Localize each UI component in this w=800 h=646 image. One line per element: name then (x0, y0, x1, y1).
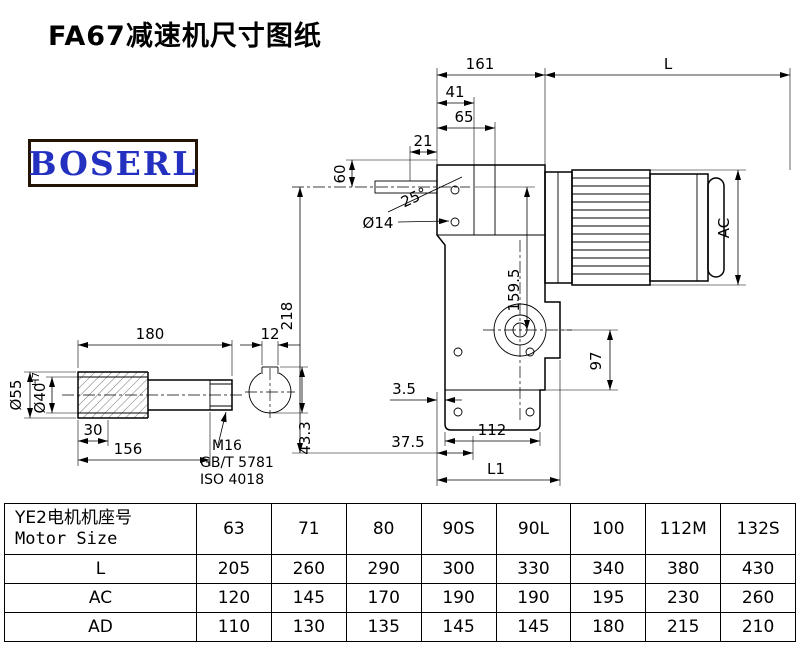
dim-dia40-label: Ø40 (31, 383, 49, 414)
table-cell: 190 (495, 583, 572, 613)
note-gb-label: GB/T 5781 (200, 455, 274, 471)
table-cell: 112M (645, 503, 722, 555)
angle-line (387, 176, 463, 213)
table-cell: 215 (645, 612, 722, 642)
table-cell: 430 (720, 554, 796, 584)
dim-30-label: 30 (83, 421, 102, 439)
table-cell: 380 (645, 554, 722, 584)
table-row-L: L 205 260 290 300 330 340 380 430 (4, 554, 796, 584)
dim-43-3-label: 43.3 (296, 421, 314, 454)
motor-fin-block (571, 169, 651, 286)
brand-logo-text: BOSERL (28, 143, 198, 183)
table-cell: 195 (570, 583, 647, 613)
flange-bolt-hole (450, 185, 460, 195)
dim-AC-label: AC (715, 218, 733, 238)
dim-180-label: 180 (136, 325, 165, 343)
dim-41-label: 41 (445, 83, 464, 101)
spec-table: YE2电机机座号 Motor Size 63 71 80 90S 90L 100… (4, 503, 796, 642)
table-cell: 290 (345, 554, 422, 584)
dim-L1-label: L1 (487, 460, 505, 478)
table-cell: 80 (345, 503, 422, 555)
table-cell: 132S (720, 503, 796, 555)
input-shaft (374, 180, 438, 194)
table-cell: 90S (420, 503, 497, 555)
shaft-detail-view: 180 Ø55 Ø40 H7 30 156 M16 GB/T 5781 ISO … (7, 325, 314, 488)
table-cell: 145 (495, 612, 572, 642)
dim-dia55-label: Ø55 (7, 380, 25, 411)
table-cell: 190 (420, 583, 497, 613)
row-label: L (4, 554, 197, 584)
note-iso-label: ISO 4018 (200, 472, 264, 488)
table-cell: 340 (570, 554, 647, 584)
dim-60-label: 60 (331, 164, 349, 183)
dim-161-label: 161 (466, 55, 495, 73)
table-cell: 100 (570, 503, 647, 555)
page-title: FA67减速机尺寸图纸 (48, 21, 322, 52)
flange-bolt-hole (450, 217, 460, 227)
housing-bolt-hole (525, 407, 535, 417)
table-cell: 180 (570, 612, 647, 642)
table-cell: 300 (420, 554, 497, 584)
table-cell: 260 (720, 583, 796, 613)
row-label: AD (4, 612, 197, 642)
table-row-AD: AD 110 130 135 145 145 180 215 210 (4, 612, 796, 642)
table-cell: 71 (270, 503, 347, 555)
table-cell: 110 (196, 612, 272, 642)
motor-rear-housing (649, 173, 709, 282)
main-view: 161 L 41 65 21 60 218 Ø14 25° 159.5 (278, 55, 791, 486)
table-cell: 260 (270, 554, 347, 584)
table-cell: 230 (645, 583, 722, 613)
table-cell: 145 (420, 612, 497, 642)
header-en-label: Motor Size (15, 529, 118, 549)
dim-218-label: 218 (278, 302, 296, 331)
motor-flange (544, 171, 573, 284)
technical-drawing: 161 L 41 65 21 60 218 Ø14 25° 159.5 (7, 55, 791, 488)
table-cell: 330 (495, 554, 572, 584)
dim-37-5-label: 37.5 (391, 433, 424, 451)
note-m16-label: M16 (212, 438, 242, 454)
dim-3-5-label: 3.5 (392, 380, 416, 398)
table-cell: 90L (495, 503, 572, 555)
table-header-motor-size: YE2电机机座号 Motor Size (4, 503, 197, 555)
table-cell: 210 (720, 612, 796, 642)
table-cell: 120 (196, 583, 272, 613)
angle-25-label: 25° (398, 184, 430, 212)
brand-logo: BOSERL (28, 139, 198, 187)
motor-end-cap (707, 177, 725, 278)
housing-bolt-hole (453, 347, 463, 357)
housing-bolt-hole (525, 347, 535, 357)
housing-bolt-hole (453, 407, 463, 417)
motor (544, 169, 725, 286)
header-cn-label: YE2电机机座号 (15, 507, 132, 528)
dim-159-5-label: 159.5 (505, 269, 523, 312)
dim-112-label: 112 (478, 421, 507, 439)
table-cell: 205 (196, 554, 272, 584)
motor-fins (572, 177, 650, 275)
dim-12-label: 12 (260, 325, 279, 343)
dim-dia14-label: Ø14 (363, 214, 394, 232)
row-label: AC (4, 583, 197, 613)
dim-97-label: 97 (587, 351, 605, 370)
table-cell: 145 (270, 583, 347, 613)
table-header-row: YE2电机机座号 Motor Size 63 71 80 90S 90L 100… (4, 503, 796, 555)
table-cell: 130 (270, 612, 347, 642)
gearbox-housing-outline (436, 164, 561, 431)
dim-L-label: L (664, 55, 673, 73)
dim-dia40-tolerance-label: H7 (31, 372, 42, 386)
dim-21-label: 21 (413, 132, 432, 150)
table-cell: 135 (345, 612, 422, 642)
table-cell: 170 (345, 583, 422, 613)
table-row-AC: AC 120 145 170 190 190 195 230 260 (4, 583, 796, 613)
dim-65-label: 65 (454, 108, 473, 126)
dim-156-label: 156 (114, 440, 143, 458)
table-cell: 63 (196, 503, 272, 555)
